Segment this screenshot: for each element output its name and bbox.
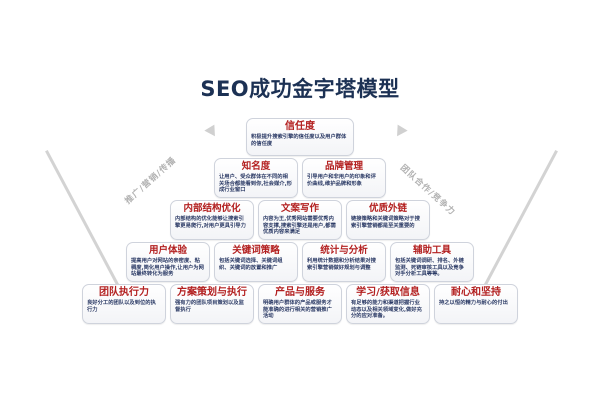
- card-body: 良好分工的团队以及到位的执行力: [87, 300, 156, 313]
- card-heading: 团队执行力: [99, 287, 149, 298]
- card-body: 利用统计数据和分析结果对搜索引擎营销做好规划与调整: [307, 258, 376, 271]
- card-heading: 品牌管理: [324, 161, 363, 172]
- card-body: 内容为王,优秀网站需要优秀内容支撑,搜索引擎还是用户,都需优质内容来满足: [263, 216, 336, 236]
- pyramid-card[interactable]: 用户体验 提高用户对网站的亲密度、粘稠度,简化用户操作,让用户为网站最终转化为服…: [126, 242, 210, 282]
- pyramid-card[interactable]: 关键词策略 包括关键词选择、关键词组织、关键词的放置和推广: [214, 242, 298, 282]
- pyramid-card[interactable]: 统计与分析 利用统计数据和分析结果对搜索引擎营销做好规划与调整: [302, 242, 386, 282]
- card-body: 让用户、受众群体在不同的相关场合都能看到你,社会媒介,形成行业窗口: [219, 174, 292, 194]
- card-heading: 文案写作: [280, 203, 319, 214]
- pyramid-tier-5: 团队执行力 良好分工的团队以及到位的执行力 方案策划与执行 强有力的团队项目策划…: [0, 284, 600, 324]
- pyramid-card[interactable]: 辅助工具 包括关键词调研、排名、外链监测、死链审核工具以及竞争对手分析工具等等。: [390, 242, 474, 282]
- pyramid-card[interactable]: 知名度 让用户、受众群体在不同的相关场合都能看到你,社会媒介,形成行业窗口: [214, 158, 298, 198]
- pyramid-card[interactable]: 文案写作 内容为王,优秀网站需要优秀内容支撑,搜索引擎还是用户,都需优质内容来满…: [258, 200, 342, 240]
- card-body: 强有力的团队项目策划以及监督执行: [175, 300, 244, 313]
- pyramid-tier-3: 内部结构优化 内部结构的优化能够让搜索引擎更易爬行,对用户更具引导力 文案写作 …: [0, 200, 600, 240]
- card-heading: 辅助工具: [412, 245, 451, 256]
- card-heading: 信任度: [285, 121, 315, 132]
- card-heading: 方案策划与执行: [177, 287, 247, 298]
- card-heading: 用户体验: [148, 245, 187, 256]
- card-body: 明确用户群体的产品或服务才能准确的进行相关的营销推广活动: [263, 300, 332, 320]
- card-body: 引导用户和非用户的印象和评价曲线,维护品牌和形象: [307, 174, 376, 187]
- card-heading: 内部结构优化: [183, 203, 241, 214]
- pyramid-card[interactable]: 团队执行力 良好分工的团队以及到位的执行力: [82, 284, 166, 324]
- card-heading: 统计与分析: [320, 245, 368, 256]
- pyramid-tier-1: 信任度 积极提升搜索引擎的信任度以及用户群体的信任度: [0, 118, 600, 156]
- pyramid-card[interactable]: 内部结构优化 内部结构的优化能够让搜索引擎更易爬行,对用户更具引导力: [170, 200, 254, 240]
- pyramid-card[interactable]: 信任度 积极提升搜索引擎的信任度以及用户群体的信任度: [246, 118, 354, 156]
- pyramid-card[interactable]: 产品与服务 明确用户群体的产品或服务才能准确的进行相关的营销推广活动: [258, 284, 342, 324]
- pyramid-card[interactable]: 品牌管理 引导用户和非用户的印象和评价曲线,维护品牌和形象: [302, 158, 386, 198]
- pyramid-card[interactable]: 优质外链 链接策略和关键词策略对于搜索引擎营销都是至关重要的: [346, 200, 430, 240]
- card-heading: 关键词策略: [232, 245, 280, 256]
- card-body: 内部结构的优化能够让搜索引擎更易爬行,对用户更具引导力: [175, 216, 246, 229]
- card-heading: 知名度: [241, 161, 271, 172]
- pyramid-card[interactable]: 耐心和坚持 持之以恒的精力与耐心的付出: [434, 284, 518, 324]
- card-body: 包括关键词选择、关键词组织、关键词的放置和推广: [219, 258, 283, 271]
- card-heading: 产品与服务: [275, 287, 325, 298]
- pyramid-card[interactable]: 方案策划与执行 强有力的团队项目策划以及监督执行: [170, 284, 254, 324]
- card-body: 包括关键词调研、排名、外链监测、死链审核工具以及竞争对手分析工具等等。: [395, 258, 464, 278]
- card-body: 链接策略和关键词策略对于搜索引擎营销都是至关重要的: [351, 216, 420, 229]
- pyramid-tier-2: 知名度 让用户、受众群体在不同的相关场合都能看到你,社会媒介,形成行业窗口 品牌…: [0, 158, 600, 198]
- pyramid-tier-4: 用户体验 提高用户对网站的亲密度、粘稠度,简化用户操作,让用户为网站最终转化为服…: [0, 242, 600, 282]
- card-heading: 耐心和坚持: [451, 287, 501, 298]
- card-heading: 学习/获取信息: [356, 287, 420, 298]
- pyramid-card[interactable]: 学习/获取信息 有足够的能力和渠道把握行业动态以及相关领域变化,做好充分的应对准…: [346, 284, 430, 324]
- card-body: 提高用户对网站的亲密度、粘稠度,简化用户操作,让用户为网站最终转化为服务: [131, 258, 204, 278]
- page-title: SEO成功金字塔模型: [200, 77, 400, 101]
- card-body: 有足够的能力和渠道把握行业动态以及相关领域变化,做好充分的应对准备。: [351, 300, 422, 320]
- card-body: 积极提升搜索引擎的信任度以及用户群体的信任度: [251, 134, 347, 147]
- card-body: 持之以恒的精力与耐心的付出: [439, 300, 508, 306]
- card-heading: 优质外链: [368, 203, 407, 214]
